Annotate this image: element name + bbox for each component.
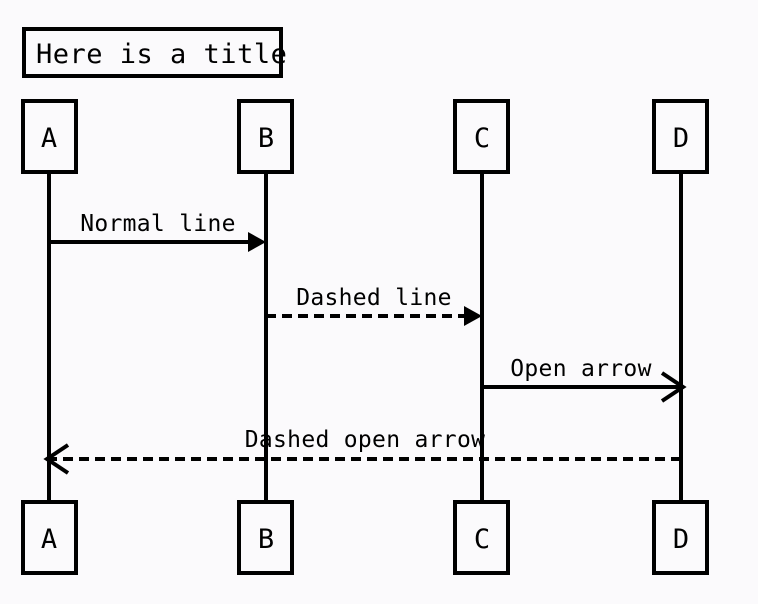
participant-b-top-label: B [258, 123, 274, 154]
participant-box-a-top[interactable]: A [21, 99, 78, 174]
participant-d-bottom-border [652, 500, 709, 575]
participant-d-top-border [652, 99, 709, 174]
message-dashed-line-label: Dashed line [296, 285, 452, 311]
diagram-title-label: Here is a title [36, 39, 287, 70]
participant-d-top-label: D [673, 123, 689, 154]
message-normal-line-arrowhead [248, 232, 266, 252]
participant-a-bottom-label: A [41, 524, 57, 555]
message-dashed-open-arrow-label: Dashed open arrow [245, 427, 486, 453]
participant-box-d-top[interactable]: D [652, 99, 709, 174]
participant-d-bottom-label: D [673, 524, 689, 555]
participant-box-c-bottom[interactable]: C [453, 500, 510, 575]
message-normal-line[interactable]: Normal line [49, 211, 266, 252]
message-dashed-open-arrow[interactable]: Dashed open arrow [43, 427, 681, 475]
participant-box-a-bottom[interactable]: A [21, 500, 78, 575]
participant-box-b-top[interactable]: B [237, 99, 294, 174]
participant-a-top-border [21, 99, 78, 174]
participant-b-bottom-border [237, 500, 294, 575]
participant-box-b-bottom[interactable]: B [237, 500, 294, 575]
message-dashed-line[interactable]: Dashed line [266, 285, 482, 326]
participant-c-top-label: C [474, 123, 490, 154]
participant-box-c-top[interactable]: C [453, 99, 510, 174]
participant-box-d-bottom[interactable]: D [652, 500, 709, 575]
participant-a-bottom-border [21, 500, 78, 575]
diagram-title-box[interactable]: Here is a title [22, 27, 287, 78]
message-dashed-open-arrow-arrowhead [43, 443, 70, 475]
participant-b-bottom-label: B [258, 524, 274, 555]
participant-c-bottom-border [453, 500, 510, 575]
participant-c-bottom-label: C [474, 524, 490, 555]
participant-b-top-border [237, 99, 294, 174]
participant-c-top-border [453, 99, 510, 174]
message-normal-line-label: Normal line [80, 211, 236, 237]
message-open-arrow[interactable]: Open arrow [482, 356, 687, 403]
message-open-arrow-label: Open arrow [510, 356, 651, 382]
message-open-arrow-arrowhead [660, 371, 687, 403]
message-dashed-line-arrowhead [464, 306, 482, 326]
participant-a-top-label: A [41, 123, 57, 154]
diagram-title-border [22, 27, 283, 78]
